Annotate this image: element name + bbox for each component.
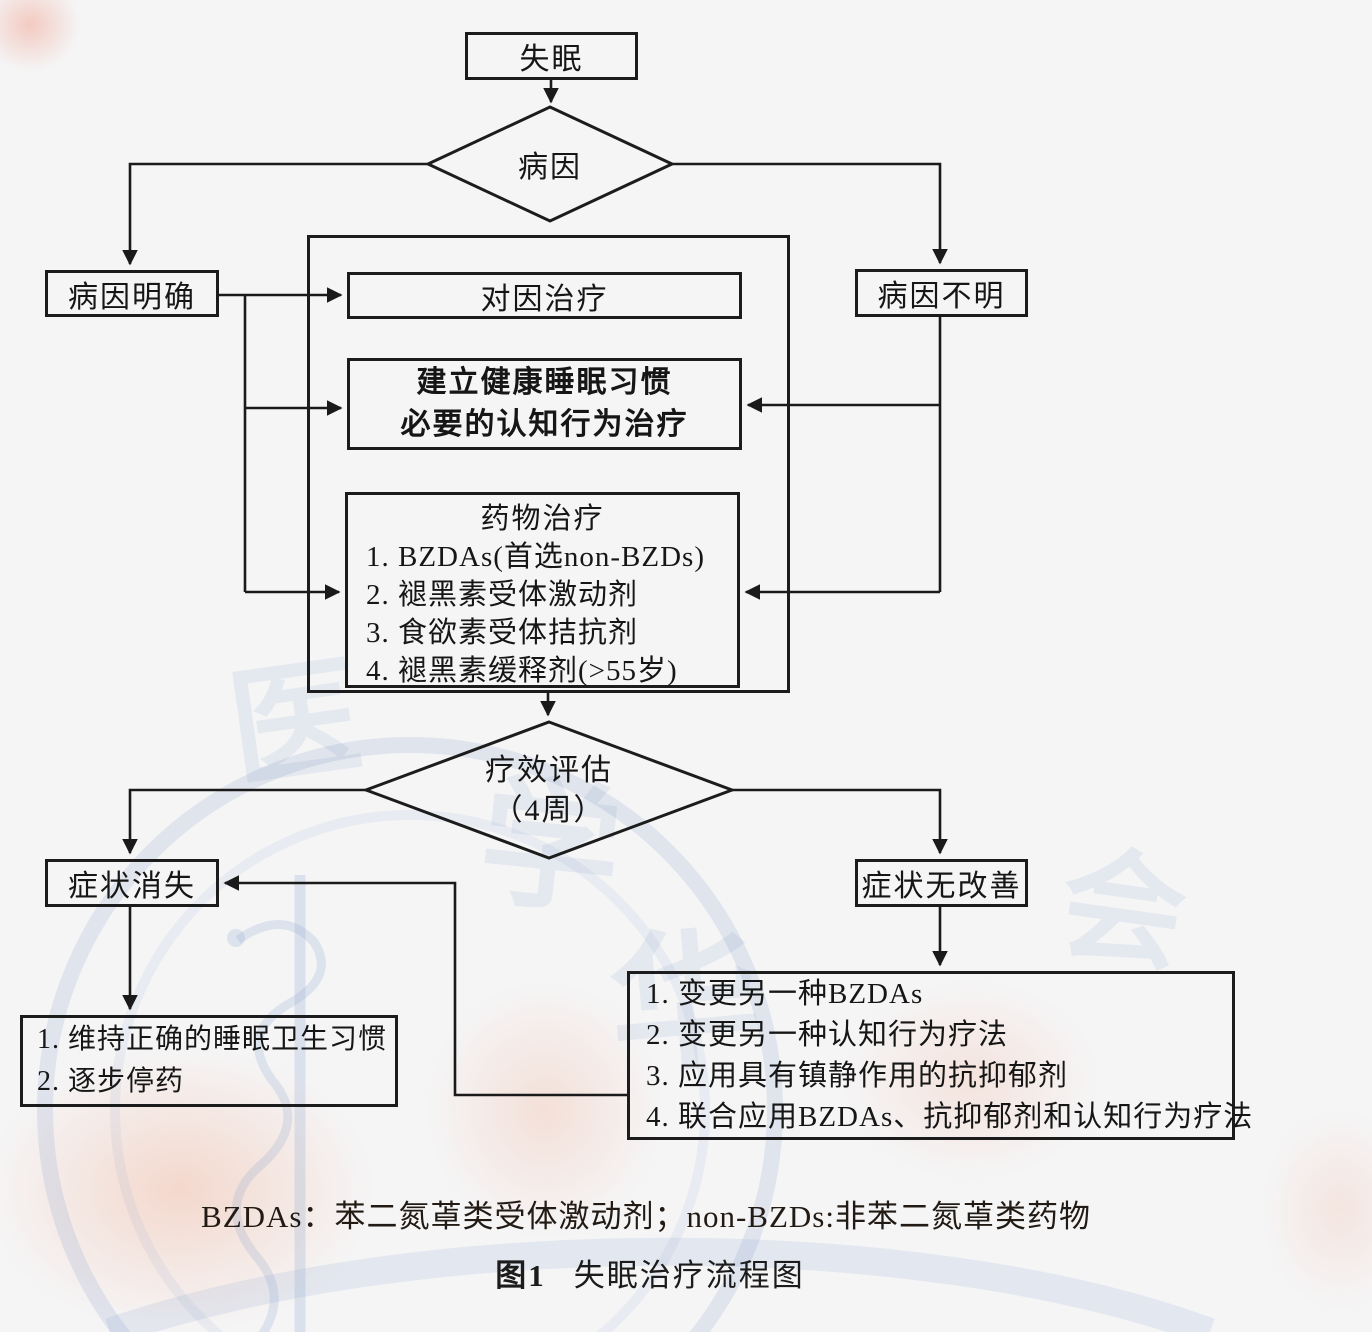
drug-therapy-item: 3. 食欲素受体拮抗剂: [366, 617, 639, 649]
symptoms-resolved-label: 症状消失: [68, 870, 196, 903]
node-insomnia: 失眠: [465, 32, 638, 80]
drug-therapy-item: 4. 褪黑素缓释剂(>55岁): [366, 655, 678, 687]
node-causal-treatment-label: 对因治疗: [480, 282, 609, 316]
etiology-text: 病因: [518, 151, 582, 184]
node-cause-clear-label: 病因明确: [68, 280, 196, 314]
node-evaluation-label: 疗效评估 （4周）: [449, 748, 649, 834]
symptoms-no-improvement-label: 症状无改善: [861, 870, 1022, 903]
arrow-evaluation-to-no-improvement: [732, 788, 948, 855]
figure-label: 图1: [495, 1258, 546, 1293]
sleep-habit-line2: 必要的认知行为治疗: [400, 408, 689, 441]
etiology-diamond: [424, 105, 676, 223]
adjust-item: 3. 应用具有镇静作用的抗抑郁剂: [646, 1059, 1069, 1092]
figure-caption: 图1 失眠治疗流程图: [0, 1250, 1300, 1295]
node-maintain: 1. 维持正确的睡眠卫生习惯 2. 逐步停药: [20, 1015, 398, 1107]
abbreviation-note: BZDAs：苯二氮䓬类受体激动剂；non-BZDs:非苯二氮䓬类药物: [201, 1199, 1091, 1234]
figure-title: 失眠治疗流程图: [573, 1258, 805, 1293]
drug-therapy-item: 2. 褪黑素受体激动剂: [366, 579, 639, 611]
adjust-item: 2. 变更另一种认知行为疗法: [646, 1018, 1009, 1051]
node-adjust: 1. 变更另一种BZDAs 2. 变更另一种认知行为疗法 3. 应用具有镇静作用…: [627, 971, 1254, 1140]
adjust-item: 1. 变更另一种BZDAs: [646, 977, 924, 1010]
node-cause-unknown-label: 病因不明: [877, 280, 1006, 313]
maintain-item: 2. 逐步停药: [37, 1066, 185, 1097]
node-symptoms-resolved: 症状消失: [45, 859, 219, 907]
node-causal-treatment: 对因治疗: [347, 272, 742, 319]
arrow-etiology-to-cause-unknown: [672, 162, 948, 265]
arrow-etiology-to-cause-clear: [122, 162, 428, 266]
evaluation-line1: 疗效评估: [485, 754, 613, 787]
arrow-evaluation-to-resolved: [122, 788, 366, 855]
adjust-item: 4. 联合应用BZDAs、抗抑郁剂和认知行为疗法: [646, 1100, 1254, 1133]
evaluation-line2: （4周）: [492, 794, 606, 827]
node-etiology-label: 病因: [450, 139, 650, 189]
arrow-adjust-feedback-to-resolved: [223, 875, 627, 1097]
drug-therapy-title: 药物治疗: [480, 503, 605, 535]
node-cause-clear: 病因明确: [45, 270, 219, 317]
sleep-habit-line1: 建立健康睡眠习惯: [416, 366, 673, 399]
evaluation-diamond: [361, 720, 737, 860]
node-insomnia-label: 失眠: [519, 43, 584, 76]
node-drug-therapy: 药物治疗 1. BZDAs(首选non-BZDs) 2. 褪黑素受体激动剂 3.…: [345, 492, 740, 688]
node-sleep-habit: 建立健康睡眠习惯 必要的认知行为治疗: [347, 358, 742, 450]
treatment-group-frame: [307, 235, 790, 693]
drug-therapy-item: 1. BZDAs(首选non-BZDs): [366, 541, 705, 573]
node-symptoms-no-improvement: 症状无改善: [855, 859, 1028, 907]
maintain-item: 1. 维持正确的睡眠卫生习惯: [37, 1024, 388, 1055]
node-cause-unknown: 病因不明: [855, 269, 1028, 317]
